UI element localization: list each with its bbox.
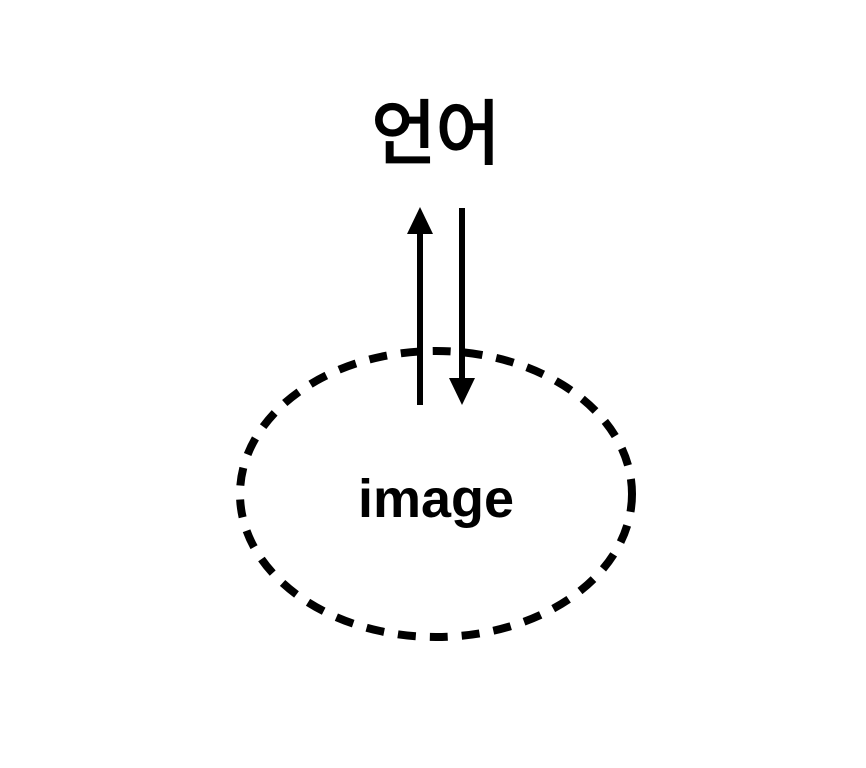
- top-label: 언어: [372, 93, 501, 175]
- down-arrow: [449, 208, 475, 405]
- up-arrow: [407, 207, 433, 405]
- down-arrow-head: [449, 378, 475, 405]
- up-arrow-head: [407, 207, 433, 234]
- ellipse-label: image: [358, 469, 514, 529]
- image-ellipse: [236, 347, 636, 641]
